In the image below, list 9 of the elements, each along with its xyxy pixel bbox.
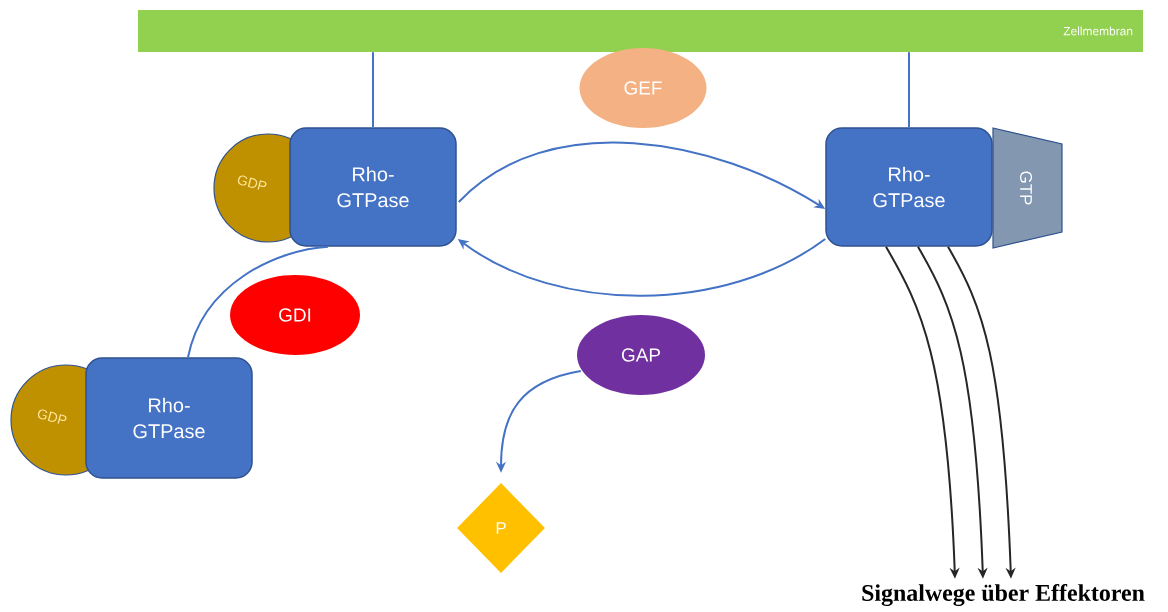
membrane-band: Zellmembran [138,10,1143,52]
pathway-label: Signalwege über Effektoren [862,583,1145,607]
protein-box: Rho- GTPase [289,127,457,247]
connector-line [187,245,329,359]
nucleotide-trapezoid: GTP [992,127,1063,249]
protein-box: Rho- GTPase [85,357,253,479]
protein-box: Rho- GTPase [825,127,993,247]
connector-line [372,51,374,129]
connector-line [908,51,910,129]
